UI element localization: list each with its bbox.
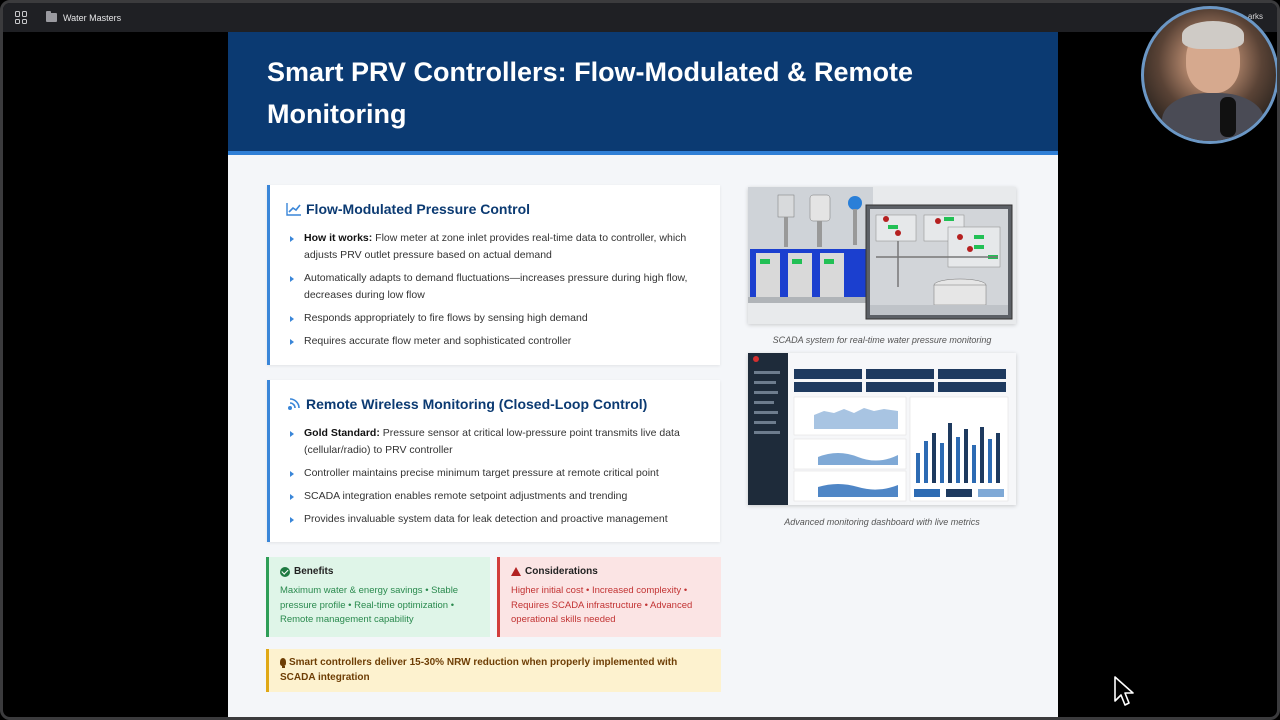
slide: Smart PRV Controllers: Flow-Modulated & … (228, 32, 1058, 717)
considerations-heading: Considerations (511, 566, 710, 577)
trend-line-icon (286, 203, 301, 216)
microphone-icon (1220, 97, 1236, 137)
bullet-arrow-icon (290, 494, 294, 500)
list-item: Controller maintains precise minimum tar… (290, 465, 708, 482)
bullet-list: Gold Standard: Pressure sensor at critic… (290, 425, 708, 534)
webcam-body-shape (1162, 93, 1264, 141)
benefits-heading: Benefits (280, 566, 479, 577)
benefits-text: Maximum water & energy savings • Stable … (280, 585, 459, 625)
window-title: Water Masters (63, 12, 122, 23)
slide-title: Smart PRV Controllers: Flow-Modulated & … (267, 57, 914, 129)
dashboard-screenshot (748, 353, 1016, 505)
considerations-text: Higher initial cost • Increased complexi… (511, 585, 693, 625)
key-insight-text: Smart controllers deliver 15-30% NRW red… (280, 657, 678, 683)
bullet-arrow-icon (290, 316, 294, 322)
scada-system-image (748, 187, 1016, 324)
considerations-box: Considerations Higher initial cost • Inc… (497, 557, 721, 637)
card-heading: Remote Wireless Monitoring (Closed-Loop … (306, 396, 648, 412)
dashboard-image (748, 353, 1016, 505)
slide-header: Smart PRV Controllers: Flow-Modulated & … (228, 32, 1058, 155)
lightbulb-icon (280, 658, 286, 668)
wireless-signal-icon (288, 398, 300, 410)
flow-modulated-card: Flow-Modulated Pressure Control How it w… (267, 185, 720, 365)
card-heading: Flow-Modulated Pressure Control (306, 201, 531, 217)
list-item: Provides invaluable system data for leak… (290, 511, 708, 528)
list-item: Responds appropriately to fire flows by … (290, 310, 708, 327)
dashboard-image-caption: Advanced monitoring dashboard with live … (784, 517, 980, 527)
list-item: How it works: Flow meter at zone inlet p… (290, 230, 708, 264)
list-item: Gold Standard: Pressure sensor at critic… (290, 425, 708, 459)
bullet-arrow-icon (290, 236, 294, 242)
key-insight-box: Smart controllers deliver 15-30% NRW red… (266, 649, 721, 692)
bullet-arrow-icon (290, 517, 294, 523)
folder-icon (46, 11, 57, 22)
list-item: Requires accurate flow meter and sophist… (290, 333, 708, 350)
title-bar-right-text: arks (1247, 12, 1263, 21)
list-item: Automatically adapts to demand fluctuati… (290, 270, 708, 304)
presenter-webcam (1141, 6, 1277, 144)
warning-triangle-icon (511, 567, 521, 576)
bullet-list: How it works: Flow meter at zone inlet p… (290, 230, 708, 356)
bullet-arrow-icon (290, 431, 294, 437)
scada-image-caption: SCADA system for real-time water pressur… (772, 335, 992, 345)
remote-monitoring-card: Remote Wireless Monitoring (Closed-Loop … (267, 380, 720, 542)
mouse-cursor-icon (1114, 676, 1134, 706)
bullet-arrow-icon (290, 276, 294, 282)
title-bar: Water Masters arks (3, 3, 1277, 32)
list-item: SCADA integration enables remote setpoin… (290, 488, 708, 505)
scada-screenshot (748, 187, 1016, 324)
app-grid-icon[interactable] (15, 11, 28, 24)
bullet-arrow-icon (290, 339, 294, 345)
check-circle-icon (280, 566, 290, 577)
bullet-arrow-icon (290, 471, 294, 477)
webcam-hair-shape (1182, 21, 1244, 49)
benefits-box: Benefits Maximum water & energy savings … (266, 557, 490, 637)
